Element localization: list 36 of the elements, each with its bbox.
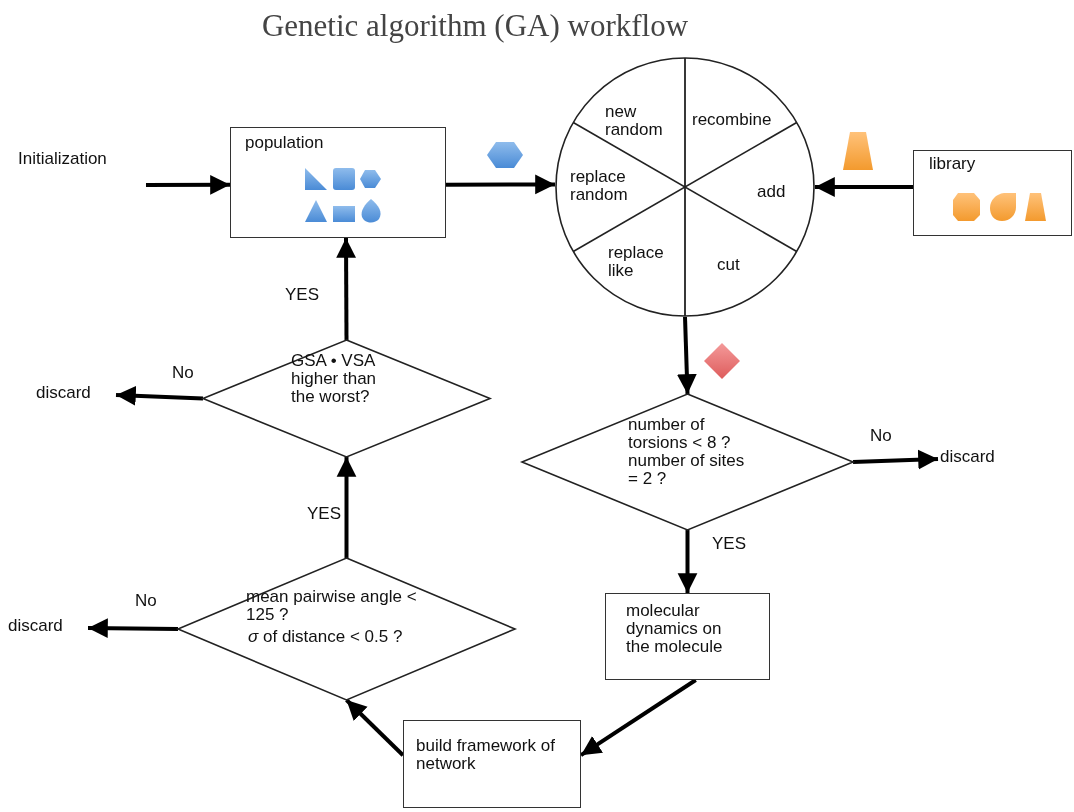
decision-text: mean pairwise angle < 125 ? xyxy=(246,588,418,624)
start-label: Initialization xyxy=(18,150,107,168)
outcome-label: discard xyxy=(36,384,91,402)
segment-label: recombine xyxy=(692,111,773,129)
segment-label: replace like xyxy=(608,244,665,280)
decision-text: σ of distance < 0.5 ? xyxy=(248,628,404,646)
diagram-title: Genetic algorithm (GA) workflow xyxy=(260,8,690,44)
arrow xyxy=(579,678,697,757)
arrow xyxy=(852,449,939,470)
arrow xyxy=(446,174,555,195)
arrow xyxy=(676,316,697,395)
decision-text: number of torsions < 8 ? xyxy=(628,416,732,452)
process-box xyxy=(605,593,770,680)
arrow xyxy=(115,385,204,406)
process-box xyxy=(913,150,1072,236)
decision-text: GSA • VSA higher than the worst? xyxy=(291,352,378,406)
arrow xyxy=(336,238,356,340)
segment-label: new random xyxy=(605,103,664,139)
arrow xyxy=(677,530,698,593)
outcome-label: discard xyxy=(940,448,995,466)
box-heading: library xyxy=(929,155,976,173)
arrow xyxy=(87,618,179,639)
arrow xyxy=(146,174,230,195)
box-heading: population xyxy=(245,134,324,152)
segment-label: cut xyxy=(717,256,741,274)
decision-text: number of sites = 2 ? xyxy=(628,452,746,488)
arrow xyxy=(336,457,357,558)
outcome-label: discard xyxy=(8,617,63,635)
segment-label: replace random xyxy=(570,168,629,204)
arrow xyxy=(815,177,913,197)
process-text: molecular dynamics on the molecule xyxy=(626,602,724,656)
arrow xyxy=(345,698,405,757)
process-box xyxy=(230,127,446,238)
segment-label: add xyxy=(757,183,787,201)
process-text: build framework of network xyxy=(416,737,556,773)
process-box xyxy=(403,720,581,808)
